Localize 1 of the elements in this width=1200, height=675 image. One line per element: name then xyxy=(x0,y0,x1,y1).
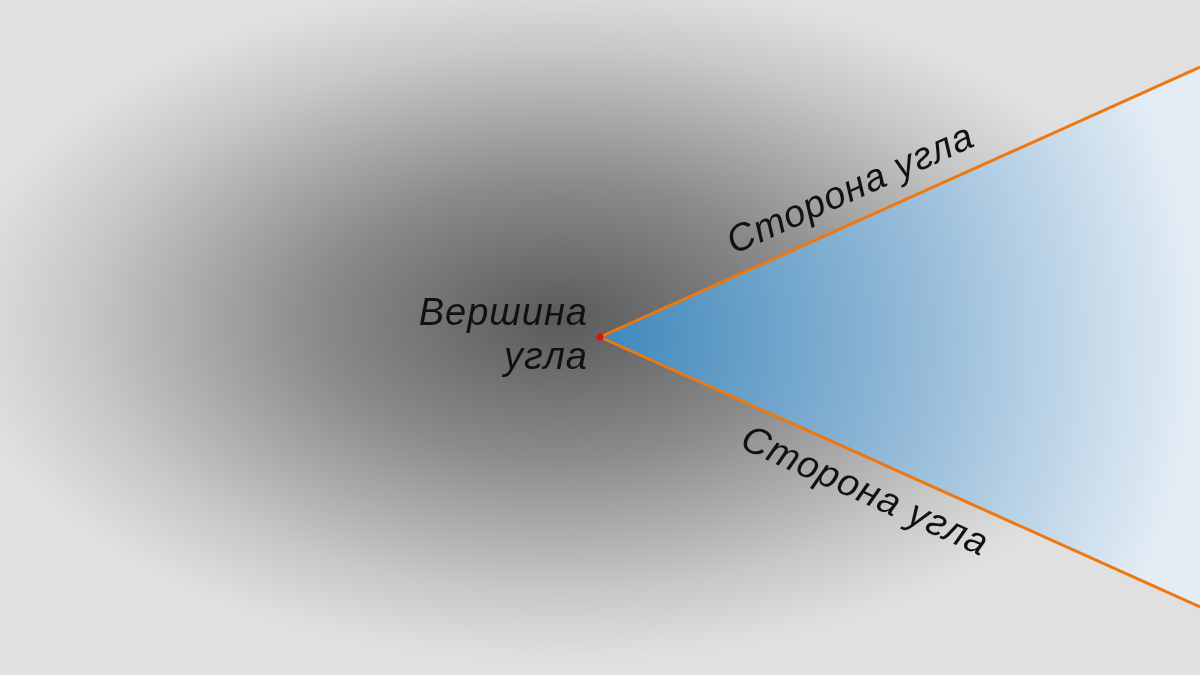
vertex-label: Вершина угла xyxy=(417,290,588,378)
